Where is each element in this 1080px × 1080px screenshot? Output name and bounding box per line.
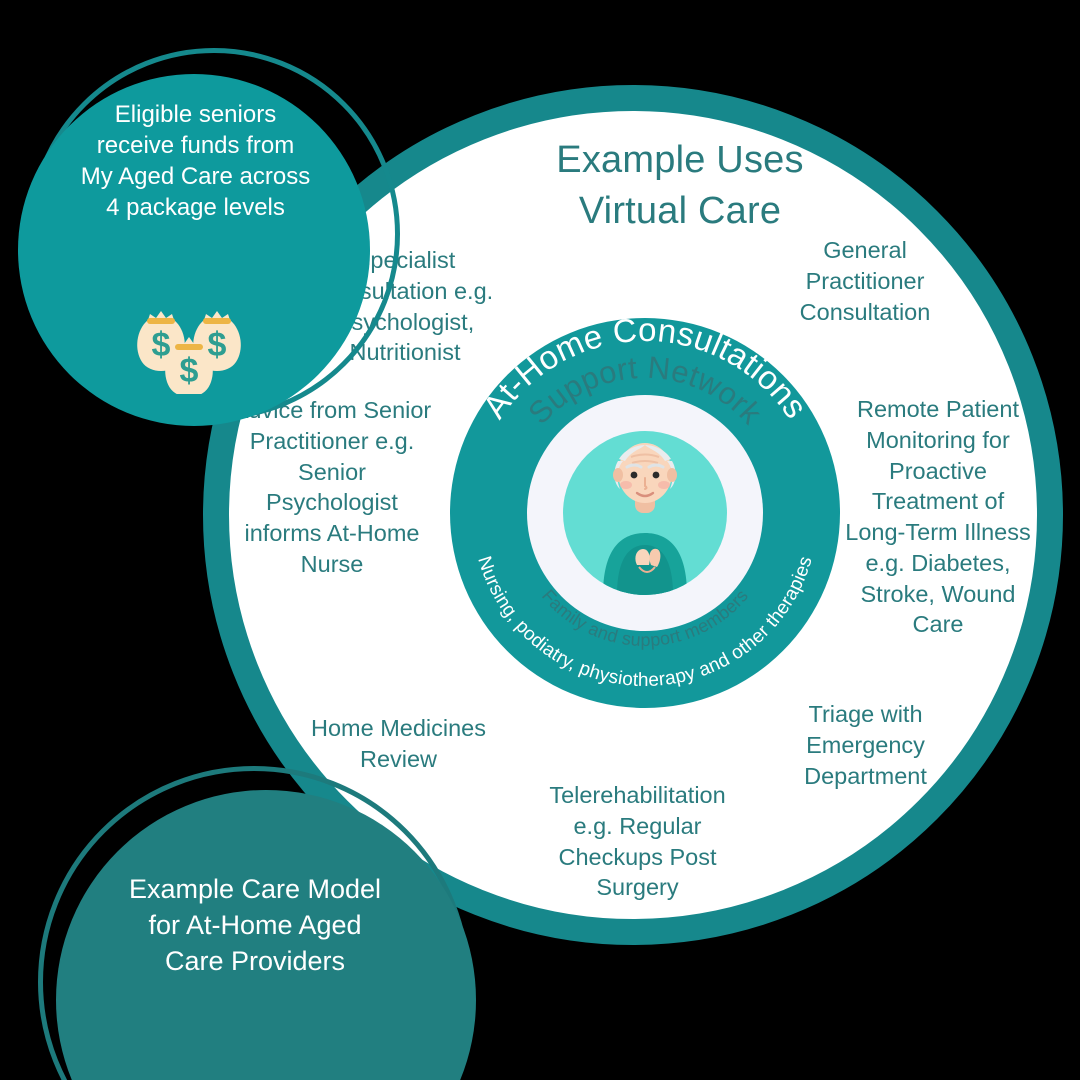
label-general-practitioner: General Practitioner Consultation [799, 237, 931, 325]
label-telerehabilitation: Telerehabilitation e.g. Regular Checkups… [549, 782, 726, 901]
label-remote-patient-monitoring: Remote Patient Monitoring for Proactive … [845, 396, 1031, 638]
funding-circle-text: Eligible seniors receive funds from My A… [80, 101, 311, 221]
label-home-medicines-review: Home Medicines Review [310, 715, 486, 772]
label-triage-emergency: Triage with Emergency Department [804, 701, 927, 789]
svg-text:$: $ [180, 352, 199, 390]
page-title: Example Uses Virtual Care [400, 135, 960, 236]
care-model-circle-text: Example Care Model for At-Home Aged Care… [128, 874, 382, 976]
label-advice-senior-practitioner: Advice from Senior Practitioner e.g. Sen… [232, 397, 432, 577]
svg-text:$: $ [208, 326, 227, 364]
center-inner-circle [563, 431, 727, 595]
page-title-line1: Example Uses [556, 139, 804, 181]
money-bags-icon: $ $ $ [137, 311, 241, 394]
svg-text:$: $ [152, 326, 171, 364]
page-title-line2: Virtual Care [578, 189, 782, 232]
elderly-person-icon [603, 443, 687, 595]
